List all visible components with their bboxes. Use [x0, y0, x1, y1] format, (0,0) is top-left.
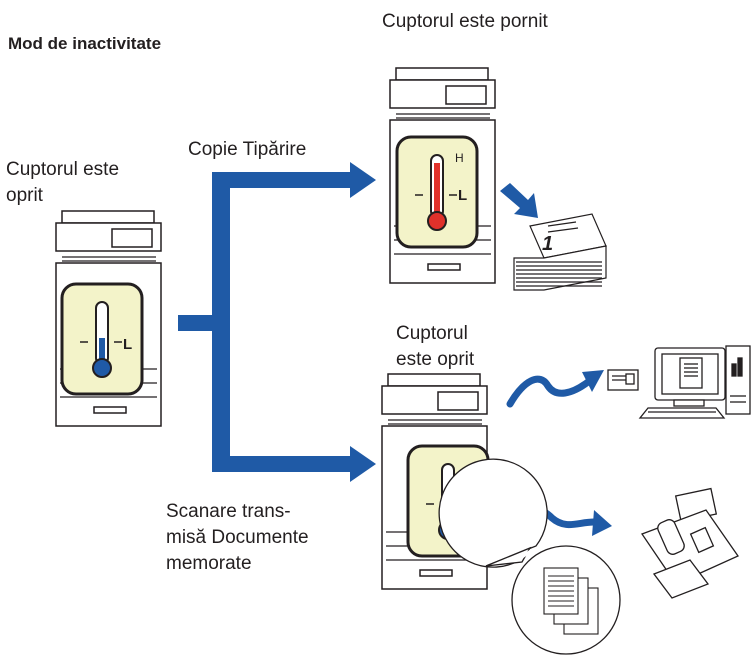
fax-icon	[640, 487, 739, 599]
left-thermometer	[60, 282, 144, 396]
scan-label-line1: Scanare trans-	[166, 501, 291, 522]
top-thermo-low: L	[458, 187, 467, 204]
copy-print-label: Copie Tipărire	[188, 139, 307, 160]
printed-stack-icon: 1	[513, 213, 607, 291]
top-state-label: Cuptorul este pornit	[382, 11, 548, 32]
left-state-line1: Cuptorul este	[6, 159, 120, 180]
stored-documents-icon	[543, 567, 599, 635]
diagram-title: Mod de inactivitate	[8, 34, 162, 53]
mid-state-line2: este oprit	[396, 349, 475, 370]
print-output-arrow	[500, 183, 538, 218]
computer-icon	[607, 345, 751, 419]
top-thermo-high: H	[455, 151, 464, 165]
scan-label-line2: misă Documente	[166, 527, 309, 548]
top-thermometer	[395, 135, 479, 249]
left-state-line2: oprit	[6, 185, 43, 206]
left-thermo-low: L	[123, 336, 132, 353]
svg-text:1: 1	[542, 233, 553, 255]
network-send-arrow	[506, 375, 592, 408]
scan-label-line3: memorate	[166, 553, 252, 574]
mid-state-line1: Cuptorul	[396, 323, 468, 344]
branch-arrows	[178, 162, 376, 482]
